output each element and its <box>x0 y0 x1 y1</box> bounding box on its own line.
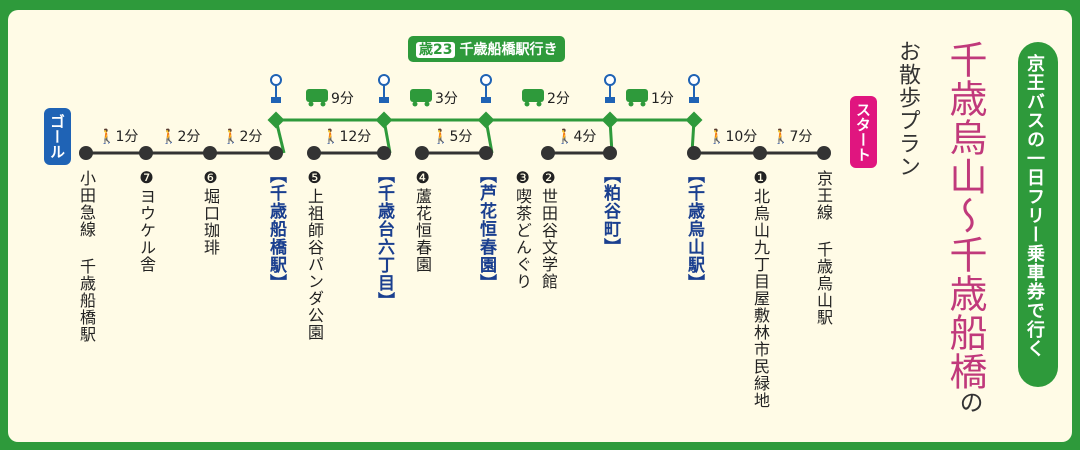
bus-stop-node <box>477 111 495 129</box>
bus-stop-icon <box>604 74 616 103</box>
spot-kamisoshigaya-panda-park: ❺上祖師谷パンダ公園 <box>305 168 324 341</box>
bus-icon <box>410 89 432 107</box>
bus-stop-chitose-karasuyama: 【千歳烏山駅】 <box>684 166 704 292</box>
bus-stop-chitosedai-6chome: 【千歳台六丁目】 <box>374 166 394 310</box>
station-chitose-karasuyama-rail: 京王線 千歳烏山駅 <box>814 170 833 326</box>
walk-icon: 🚶 <box>160 129 178 145</box>
ticket-title: 京王バスの一日フリー乗車券で行く <box>1024 54 1045 358</box>
bus-time: 9分 <box>331 91 354 107</box>
spot-cafe-donguri: ❸喫茶どんぐり <box>513 168 532 290</box>
bus-time: 2分 <box>547 91 570 107</box>
walk-icon: 🚶 <box>98 129 116 145</box>
route-number: 歳23 <box>416 42 456 58</box>
walk-time: 🚶1分 <box>98 129 139 145</box>
walk-time: 🚶5分 <box>432 129 473 145</box>
station-dot <box>479 146 493 160</box>
walk-icon: 🚶 <box>222 129 240 145</box>
bus-stop-roka-koshunen: 【芦花恒春園】 <box>476 166 496 292</box>
route-destination: 千歳船橋駅行き <box>459 42 558 58</box>
walk-time: 🚶12分 <box>322 129 372 145</box>
bus-stop-icon <box>480 74 492 103</box>
bus-stop-node <box>267 111 285 129</box>
station-dot <box>139 146 153 160</box>
bus-stop-kasuyacho: 【粕谷町】 <box>600 166 620 256</box>
title-particle: の <box>955 390 983 415</box>
station-dot <box>415 146 429 160</box>
bus-stop-node <box>375 111 393 129</box>
spot-yokerusha: ❼ヨウケル舎 <box>137 168 156 273</box>
walk-time: 🚶7分 <box>772 129 813 145</box>
spot-horiguchi-coffee: ❻堀口珈琲 <box>201 168 220 256</box>
walk-time: 🚶4分 <box>556 129 597 145</box>
walk-time: 🚶10分 <box>708 129 758 145</box>
start-badge: スタート <box>850 96 877 168</box>
station-dot <box>79 146 93 160</box>
bus-icon <box>306 89 328 107</box>
station-dot <box>269 146 283 160</box>
route-line-diagram <box>79 74 831 160</box>
station-dot <box>603 146 617 160</box>
station-dot <box>377 146 391 160</box>
walk-icon: 🚶 <box>322 129 340 145</box>
spot-roka-koshunen-park: ❹蘆花恒春園 <box>413 168 432 273</box>
station-dot <box>687 146 701 160</box>
walk-icon: 🚶 <box>432 129 450 145</box>
station-chitose-funabashi-rail: 小田急線 千歳船橋駅 <box>77 170 96 343</box>
bus-stop-icon <box>270 74 282 103</box>
bus-stop-chitose-funabashi: 【千歳船橋駅】 <box>266 166 286 292</box>
bus-time: 3分 <box>435 91 458 107</box>
bus-icon <box>522 89 544 107</box>
station-dot <box>203 146 217 160</box>
page-title: 千歳烏山〜千歳船橋 <box>943 40 987 391</box>
spot-setagaya-literary-museum: ❷世田谷文学館 <box>539 168 558 290</box>
bus-stop-icon <box>688 74 700 103</box>
station-dot <box>307 146 321 160</box>
page-subtitle: お散歩プラン <box>895 40 920 178</box>
bus-stop-node <box>601 111 619 129</box>
spot-kitakarasuyama-green: ❶北烏山九丁目屋敷林市民緑地 <box>751 168 770 409</box>
station-dot <box>817 146 831 160</box>
bus-icon <box>626 89 648 107</box>
walk-icon: 🚶 <box>708 129 726 145</box>
goal-badge: ゴール <box>44 108 71 165</box>
walk-time: 🚶2分 <box>160 129 201 145</box>
station-dot <box>753 146 767 160</box>
station-dot <box>541 146 555 160</box>
title-pill <box>1018 42 1058 387</box>
walk-icon: 🚶 <box>556 129 574 145</box>
bus-stop-icon <box>378 74 390 103</box>
bus-time: 1分 <box>651 91 674 107</box>
bus-stop-node <box>685 111 703 129</box>
walk-time: 🚶2分 <box>222 129 263 145</box>
walk-icon: 🚶 <box>772 129 790 145</box>
